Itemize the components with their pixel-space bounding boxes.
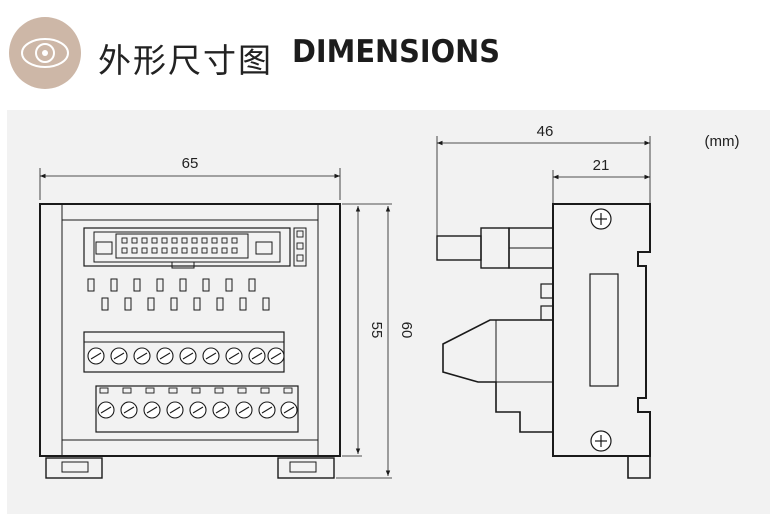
title-chinese: 外形尺寸图 — [98, 41, 273, 80]
unit-label: (mm) — [705, 133, 740, 150]
terminal-screws-upper — [87, 347, 285, 365]
side-screws — [590, 208, 612, 452]
dim-side-total: 46 — [537, 123, 554, 140]
terminal-screws-lower — [97, 401, 298, 419]
dim-front-height-inner: 55 — [368, 322, 385, 339]
dim-front-width: 65 — [182, 155, 199, 172]
dim-front-height-outer: 60 — [398, 322, 415, 339]
front-view — [39, 168, 392, 479]
dim-side-rail: 21 — [593, 157, 610, 174]
side-view — [436, 136, 651, 479]
title-english: DIMENSIONS — [292, 34, 501, 70]
eye-icon — [21, 38, 69, 68]
header: 外形尺寸图 DIMENSIONS — [0, 0, 777, 100]
